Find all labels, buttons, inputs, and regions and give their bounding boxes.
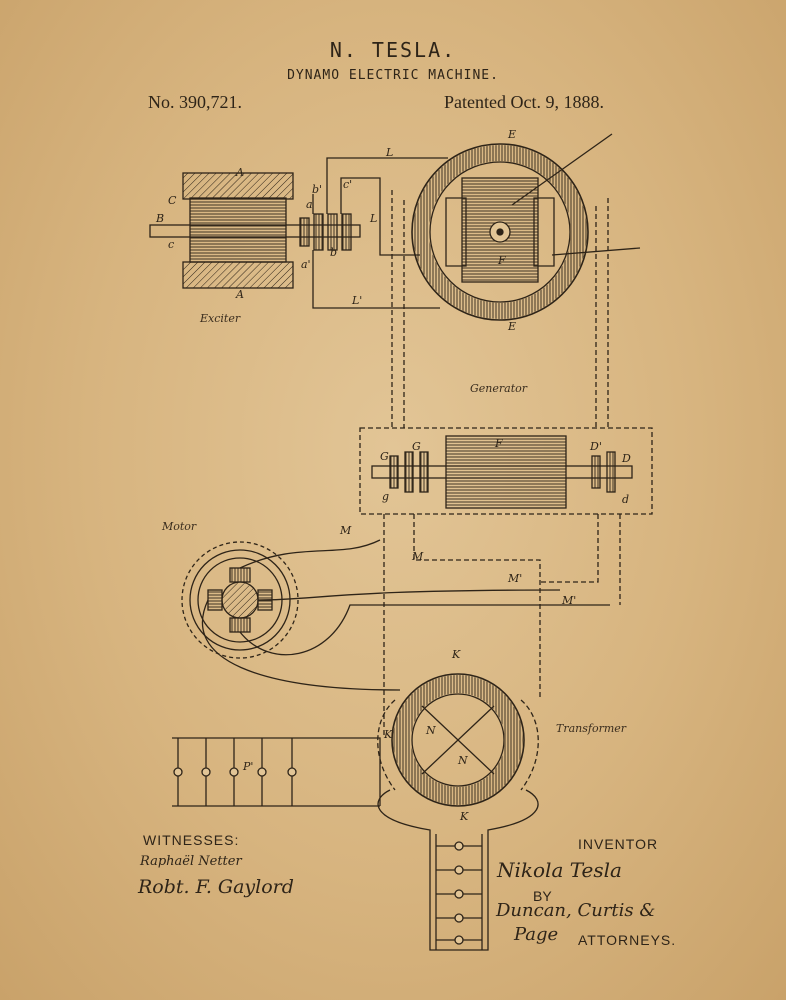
ref-letter-N-bottom: N: [457, 754, 468, 767]
ref-letter-F-ring: F: [497, 254, 506, 267]
by-label: BY: [533, 888, 552, 904]
figure-captions: Exciter Generator Motor Transformer: [161, 312, 627, 735]
ref-letter-A-bottom: A: [235, 288, 244, 301]
patent-date: Patented Oct. 9, 1888.: [444, 92, 604, 112]
attorney-signature-line-2: Page: [514, 924, 559, 945]
ref-letter-L1: L': [351, 294, 362, 307]
witnesses-label: WITNESSES:: [143, 832, 240, 848]
caption-generator: Generator: [470, 382, 528, 395]
witness-signature-1: Raphaël Netter: [140, 854, 242, 869]
lamp-circuit-bottom: [435, 834, 483, 950]
inventor-label: INVENTOR: [578, 836, 659, 852]
ref-letter-E-bottom: E: [507, 320, 516, 333]
ref-letter-M-mid: M: [411, 550, 424, 563]
ref-letter-M1-lower: M': [561, 594, 576, 607]
motor-figure: [181, 539, 610, 691]
ref-letter-c: c: [168, 238, 174, 251]
ring-generator-figure: [411, 133, 641, 321]
ref-letter-b1: b': [312, 183, 322, 196]
ref-letter-C: C: [168, 194, 177, 207]
ref-letter-g: g: [382, 490, 389, 503]
ref-letter-E-top: E: [507, 128, 516, 141]
ref-letter-A-top: A: [235, 166, 244, 179]
ref-letter-K-bottom: K: [459, 810, 469, 823]
ref-letter-a: a: [306, 198, 313, 211]
ref-letter-G: G: [412, 440, 421, 453]
patent-title: DYNAMO ELECTRIC MACHINE.: [287, 68, 499, 83]
exciter-leads: [312, 157, 448, 309]
ref-letter-M: M: [339, 524, 352, 537]
ref-letter-D: D: [621, 452, 631, 465]
ref-letter-L-mid: L: [369, 212, 377, 225]
transformer-figure: [377, 673, 539, 951]
ref-letter-K-top: K: [451, 648, 461, 661]
reference-letters: A A B C c c' b' b a a' L L L' E E F F G …: [155, 128, 631, 823]
ref-letter-B: B: [155, 212, 164, 225]
ref-letter-M1: M': [507, 572, 522, 585]
attorneys-label: ATTORNEYS.: [578, 932, 677, 948]
inventor-signature: Nikola Tesla: [497, 858, 622, 882]
ref-letter-K-left: K: [383, 728, 393, 741]
caption-motor: Motor: [161, 520, 197, 533]
patent-inventor-heading: N. TESLA.: [329, 38, 457, 62]
ref-letter-F: F: [494, 437, 503, 450]
generator-figure: [359, 427, 653, 515]
ref-letter-G-left: G: [380, 450, 389, 463]
ref-letter-c1: c': [343, 178, 352, 191]
patent-number: No. 390,721.: [148, 92, 242, 112]
lamp-circuit-left: [172, 737, 381, 807]
witness-signature-2: Robt. F. Gaylord: [138, 876, 294, 898]
caption-transformer: Transformer: [556, 722, 627, 735]
exciter-figure: [149, 172, 361, 289]
ref-letter-d: d: [622, 493, 629, 506]
generator-connections: [391, 190, 609, 428]
motor-leads: [383, 514, 621, 738]
ref-letter-P1: P': [242, 760, 253, 773]
ref-letter-a1: a': [301, 258, 311, 271]
ref-letter-D1: D': [589, 440, 602, 453]
ref-letter-b: b: [330, 246, 337, 259]
attorney-signature-line-1: Duncan, Curtis &: [496, 900, 656, 921]
ref-letter-N-left: N: [425, 724, 436, 737]
ref-letter-L: L: [385, 146, 393, 159]
caption-exciter: Exciter: [199, 312, 241, 325]
